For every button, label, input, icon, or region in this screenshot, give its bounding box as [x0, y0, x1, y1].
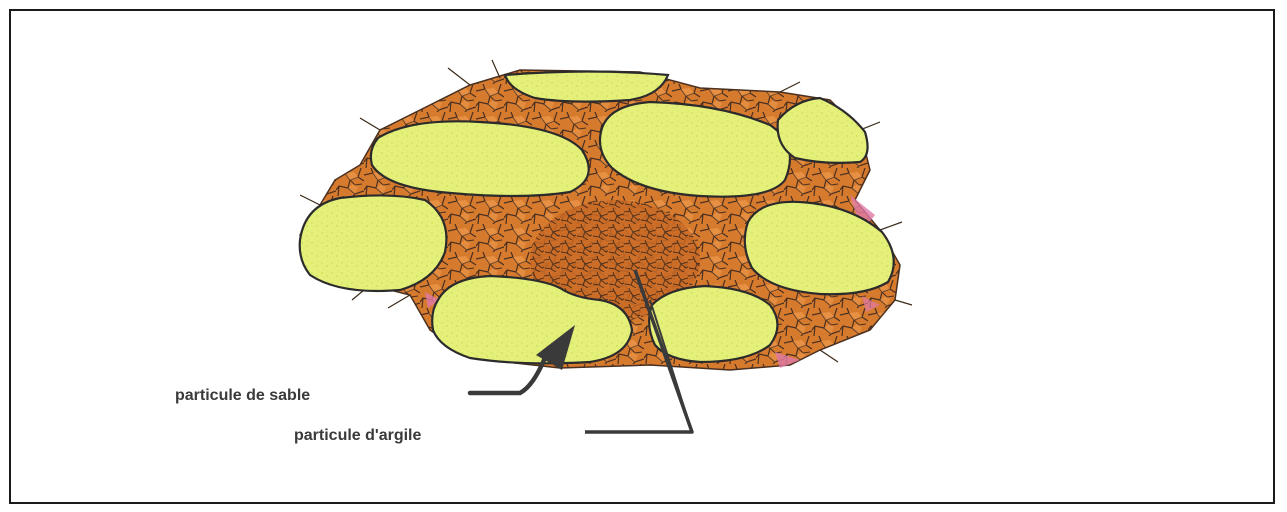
sand-particle	[649, 286, 777, 362]
sand-particle	[300, 195, 447, 291]
sand-particle-label: particule de sable	[175, 387, 310, 404]
clay-particle-label: particule d'argile	[294, 427, 422, 444]
sand-particle	[778, 98, 868, 163]
sand-particle	[505, 72, 668, 102]
